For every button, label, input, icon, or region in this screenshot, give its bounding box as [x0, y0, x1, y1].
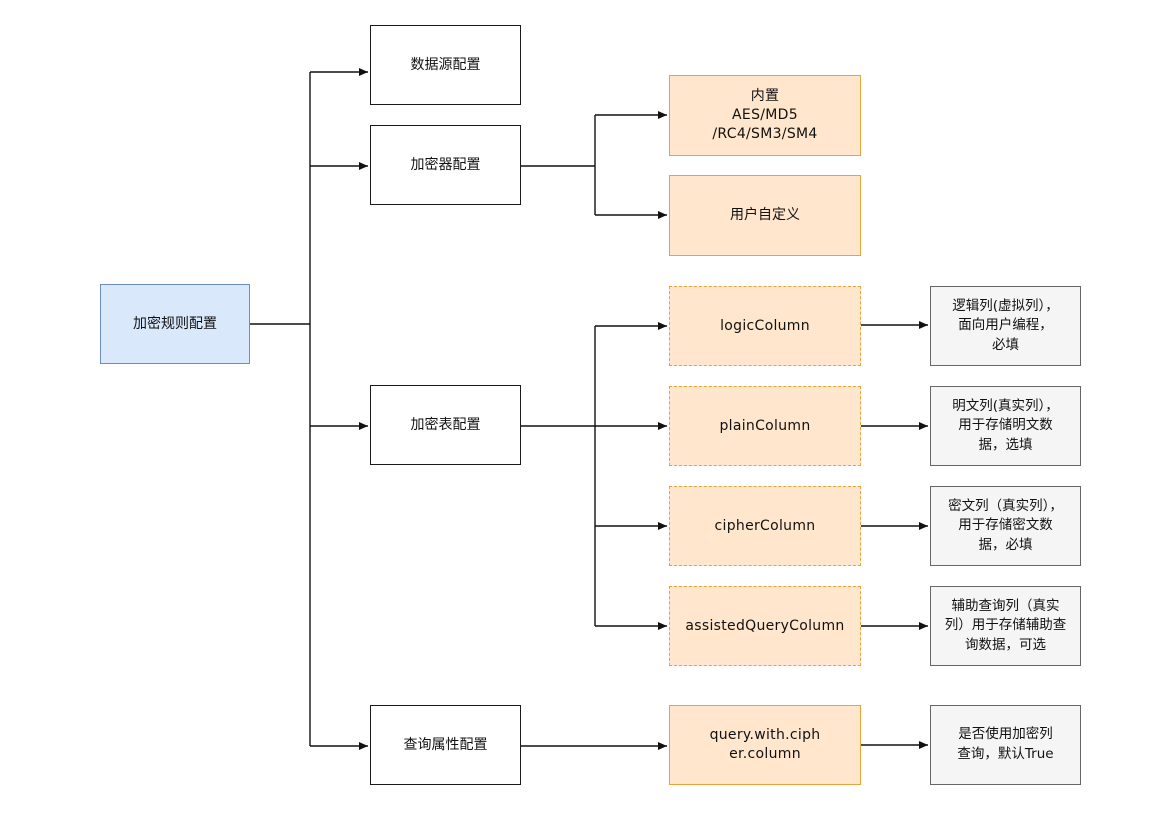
- datasource-config-node: 数据源配置: [370, 25, 521, 105]
- assisted-query-column-label: assistedQueryColumn: [685, 617, 845, 634]
- cipher-column-node: cipherColumn: [669, 486, 861, 566]
- builtin-encryptor-label: 内置 AES/MD5 /RC4/SM3/SM4: [712, 88, 818, 142]
- table-config-node: 加密表配置: [370, 385, 521, 465]
- assisted-query-column-node: assistedQueryColumn: [669, 586, 861, 666]
- root-node: 加密规则配置: [100, 284, 250, 364]
- query-with-cipher-column-label: query.with.ciph er.column: [709, 727, 821, 762]
- root-label: 加密规则配置: [133, 315, 217, 332]
- query-props-config-node: 查询属性配置: [370, 705, 521, 785]
- query-with-cipher-note-text: 是否使用加密列 查询，默认True: [957, 726, 1054, 762]
- encryptor-config-node: 加密器配置: [370, 125, 521, 205]
- query-props-config-label: 查询属性配置: [403, 736, 488, 753]
- plain-column-label: plainColumn: [719, 417, 811, 434]
- plain-column-node: plainColumn: [669, 386, 861, 466]
- encryptor-config-label: 加密器配置: [410, 156, 481, 173]
- assisted-query-column-note: 辅助查询列（真实 列）用于存储辅助查 询数据，可选: [930, 586, 1081, 666]
- logic-column-note: 逻辑列(虚拟列）， 面向用户编程， 必填: [930, 286, 1081, 366]
- assisted-query-column-note-text: 辅助查询列（真实 列）用于存储辅助查 询数据，可选: [944, 597, 1067, 653]
- datasource-config-label: 数据源配置: [410, 56, 481, 73]
- table-config-label: 加密表配置: [410, 416, 481, 433]
- custom-encryptor-label: 用户自定义: [730, 207, 800, 224]
- cipher-column-note: 密文列（真实列）， 用于存储密文数 据，必填: [930, 486, 1081, 566]
- query-with-cipher-column-node: query.with.ciph er.column: [669, 705, 861, 785]
- cipher-column-label: cipherColumn: [714, 517, 816, 534]
- query-with-cipher-note: 是否使用加密列 查询，默认True: [930, 705, 1081, 785]
- cipher-column-note-text: 密文列（真实列）， 用于存储密文数 据，必填: [948, 497, 1063, 553]
- custom-encryptor-node: 用户自定义: [669, 175, 861, 256]
- logic-column-label: logicColumn: [720, 317, 810, 334]
- builtin-encryptor-node: 内置 AES/MD5 /RC4/SM3/SM4: [669, 75, 861, 156]
- plain-column-note: 明文列(真实列）， 用于存储明文数 据，选填: [930, 386, 1081, 466]
- logic-column-note-text: 逻辑列(虚拟列）， 面向用户编程， 必填: [952, 297, 1059, 353]
- plain-column-note-text: 明文列(真实列）， 用于存储明文数 据，选填: [952, 397, 1059, 453]
- logic-column-node: logicColumn: [669, 286, 861, 366]
